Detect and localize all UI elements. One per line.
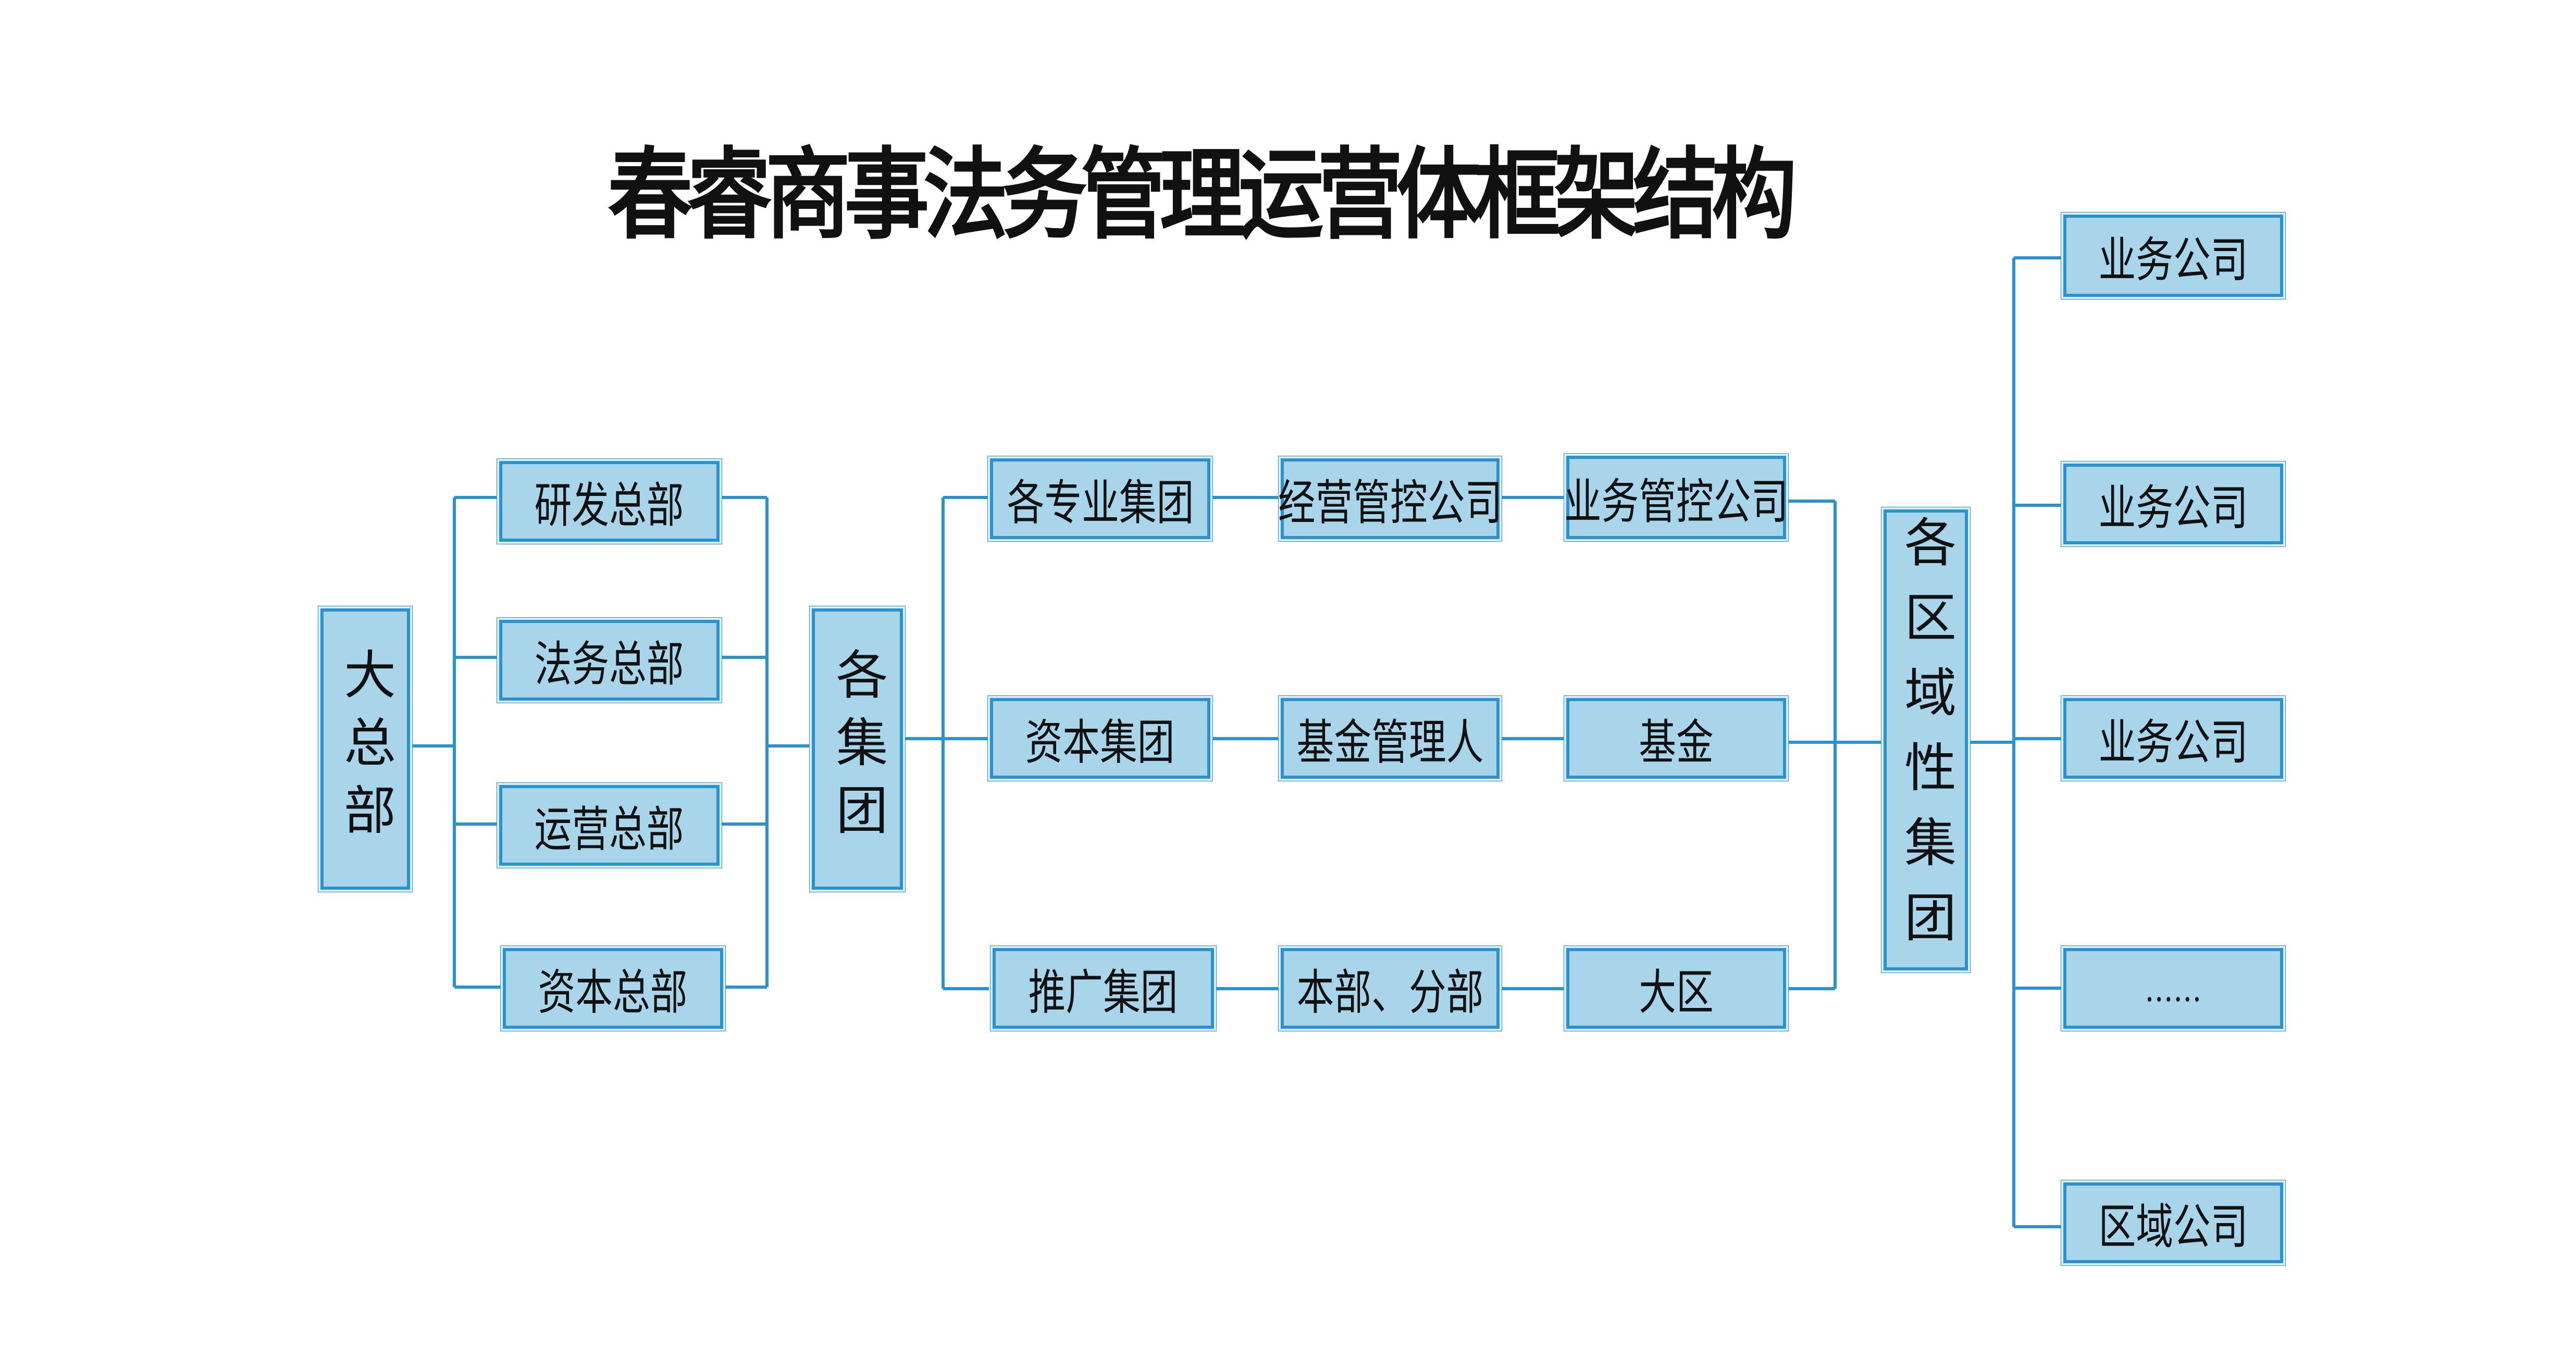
regional-groups-label: 各区域性集团 (1895, 515, 1956, 965)
ellipsis-box: …… (2063, 948, 2283, 1029)
business-control-company-label: 业务管控公司 (1564, 473, 1789, 530)
biz-company-3-box: 业务公司 (2063, 698, 2283, 779)
regional-groups-box: 各区域性集团 (1884, 509, 1968, 970)
biz-company-2-label: 业务公司 (2098, 480, 2248, 536)
fund-manager-label: 基金管理人 (1296, 715, 1484, 770)
headquarters-label: 大总部 (335, 647, 396, 851)
dept-rd-box: 研发总部 (499, 461, 720, 542)
fund-label: 基金 (1639, 715, 1714, 770)
dept-ops-label: 运营总部 (534, 802, 685, 857)
fund-manager-box: 基金管理人 (1281, 698, 1500, 779)
branch-division-label: 本部、分部 (1296, 965, 1484, 1020)
diagram-title: 春睿商事法务管理运营体框架结构 (608, 138, 1797, 253)
groups-box: 各集团 (812, 608, 903, 890)
dept-ops-box: 运营总部 (499, 785, 720, 866)
mgmt-company-label: 经营管控公司 (1278, 475, 1503, 531)
biz-company-1-box: 业务公司 (2063, 215, 2283, 297)
big-region-label: 大区 (1639, 965, 1714, 1020)
group-capital-box: 资本集团 (990, 698, 1210, 779)
dept-capital-label: 资本总部 (538, 965, 688, 1020)
group-promotion-label: 推广集团 (1028, 965, 1179, 1020)
group-promotion-box: 推广集团 (993, 948, 1214, 1029)
fund-box: 基金 (1566, 698, 1786, 779)
dept-legal-label: 法务总部 (534, 637, 685, 692)
dept-legal-box: 法务总部 (499, 620, 720, 701)
branch-division-box: 本部、分部 (1281, 948, 1500, 1029)
group-specialized-box: 各专业集团 (990, 458, 1210, 539)
groups-label: 各集团 (827, 647, 888, 851)
big-region-box: 大区 (1566, 948, 1786, 1029)
headquarters-box: 大总部 (320, 608, 410, 890)
dept-rd-label: 研发总部 (534, 478, 685, 533)
biz-company-1-label: 业务公司 (2098, 232, 2248, 288)
mgmt-company-box: 经营管控公司 (1278, 458, 1503, 539)
group-specialized-label: 各专业集团 (1007, 475, 1194, 531)
ellipsis-label: …… (2145, 967, 2202, 1010)
regional-company-box: 区域公司 (2063, 1182, 2283, 1263)
dept-capital-box: 资本总部 (503, 948, 723, 1029)
biz-company-3-label: 业务公司 (2098, 715, 2248, 770)
regional-company-label: 区域公司 (2098, 1199, 2248, 1255)
business-control-company-box: 业务管控公司 (1564, 456, 1789, 539)
group-capital-label: 资本集团 (1025, 715, 1175, 770)
biz-company-2-box: 业务公司 (2063, 464, 2283, 544)
